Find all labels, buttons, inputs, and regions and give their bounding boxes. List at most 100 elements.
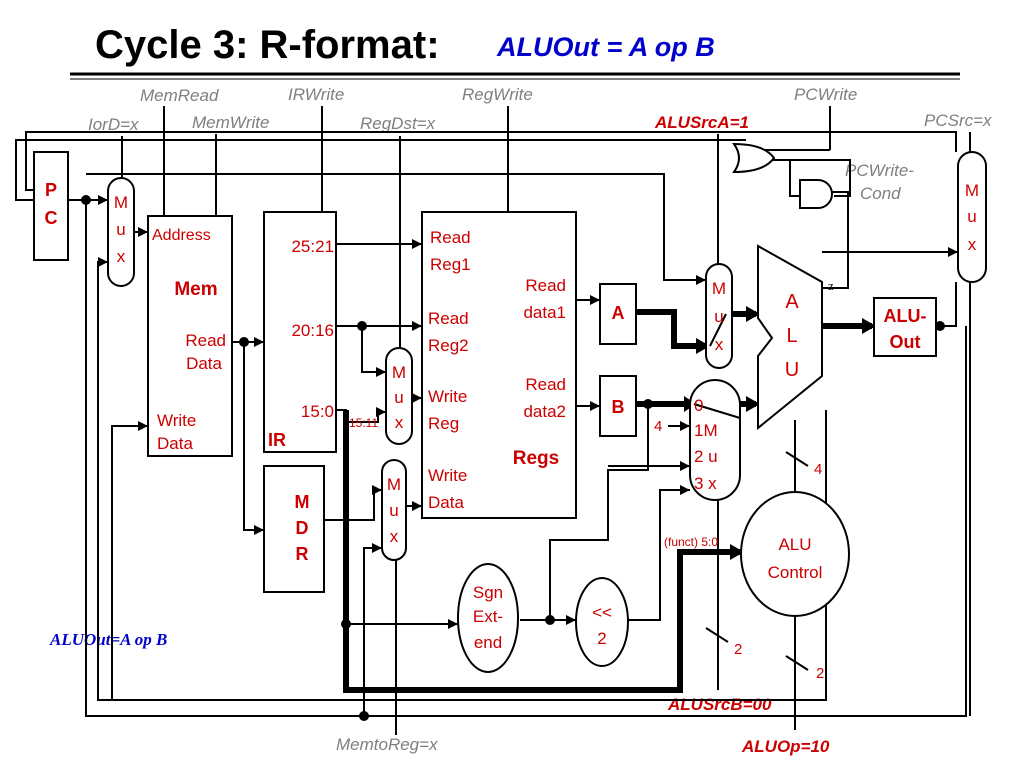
signal-alusrcb: ALUSrcB=00 (667, 695, 772, 714)
slide-subtitle: ALUOut = A op B (496, 32, 715, 62)
signal-alusrca: ALUSrcA=1 (654, 113, 749, 132)
alusrcb-width: 2 (734, 641, 742, 658)
signal-iord: IorD=x (88, 115, 139, 134)
svg-text:Out: Out (890, 332, 921, 352)
arrowheads (98, 195, 958, 629)
mux-regdst: M u x (385, 347, 413, 445)
alu: A L U z (757, 244, 834, 431)
slide-title: Cycle 3: R-format: (95, 23, 440, 67)
ir-field-20-16: 20:16 (291, 321, 334, 340)
mux-pcsrc: M u x (957, 151, 987, 283)
mem-read-data-2: Data (186, 354, 222, 373)
svg-text:data2: data2 (523, 402, 566, 421)
signal-memtoreg: MemtoReg=x (336, 735, 438, 754)
b-register: B (599, 375, 637, 437)
svg-text:Ext-: Ext- (473, 607, 503, 626)
a-register: A (599, 283, 637, 345)
svg-text:u: u (967, 207, 976, 226)
svg-text:Data: Data (428, 493, 464, 512)
svg-text:1M: 1M (694, 421, 718, 440)
svg-text:M: M (392, 363, 406, 382)
mux-alusrcb: 0 1M 2 u 3 x 4 (654, 379, 741, 501)
mem-read-data-1: Read (185, 331, 226, 350)
svg-text:u: u (714, 307, 723, 326)
svg-text:Read: Read (525, 375, 566, 394)
mem-write-data-2: Data (157, 434, 193, 453)
mux-memtoreg: M u x (381, 459, 407, 561)
signal-aluop: ALUOp=10 (741, 737, 830, 756)
pc-label-p: P (45, 180, 57, 200)
svg-text:M: M (387, 475, 401, 494)
const-four: 4 (654, 418, 662, 435)
svg-text:x: x (390, 527, 399, 546)
alu-control: ALU Control (funct) 5:0 (664, 491, 850, 617)
svg-text:A: A (612, 303, 625, 323)
svg-text:M: M (965, 181, 979, 200)
mux-iord: M u x (107, 177, 135, 287)
svg-text:A: A (785, 291, 799, 313)
svg-text:M: M (114, 193, 128, 212)
or-gate (732, 142, 776, 174)
aluop-width: 2 (816, 665, 824, 682)
svg-text:M: M (712, 279, 726, 298)
signal-memread: MemRead (140, 86, 219, 105)
svg-text:ALU-: ALU- (884, 306, 927, 326)
signal-pcwritecond-line1: PCWrite- (845, 161, 914, 180)
instruction-register: 25:21 20:16 15:0 IR 15:11 (263, 211, 378, 453)
ir-name: IR (268, 430, 286, 450)
svg-text:0: 0 (694, 396, 703, 415)
svg-text:3 x: 3 x (694, 474, 717, 493)
svg-text:2 u: 2 u (694, 447, 718, 466)
pc-label-c: C (45, 208, 58, 228)
mem-write-data-1: Write (157, 411, 196, 430)
svg-text:Write: Write (428, 466, 467, 485)
svg-text:Reg1: Reg1 (430, 255, 471, 274)
sign-extend: Sgn Ext- end (457, 563, 519, 673)
signal-regdst: RegDst=x (360, 114, 436, 133)
svg-text:Reg: Reg (428, 414, 459, 433)
signal-pcwrite: PCWrite (794, 85, 857, 104)
mem-name: Mem (174, 279, 217, 300)
svg-text:Control: Control (768, 563, 823, 582)
svg-text:u: u (389, 501, 398, 520)
svg-text:x: x (395, 413, 404, 432)
svg-text:data1: data1 (523, 303, 566, 322)
register-file: Read Reg1 Read Reg2 Write Reg Write Data… (421, 211, 577, 519)
signal-pcsrc: PCSrc=x (924, 111, 992, 130)
pc-register: P C (33, 151, 69, 261)
svg-text:2: 2 (597, 629, 606, 648)
svg-text:end: end (474, 633, 502, 652)
svg-text:U: U (785, 359, 799, 381)
bus-width-marks: 2 2 4 (705, 451, 824, 682)
regs-name: Regs (513, 448, 559, 469)
svg-text:Read: Read (430, 228, 471, 247)
aluout-register: ALU- Out (873, 297, 937, 357)
ir-field-15-0: 15:0 (301, 402, 334, 421)
svg-text:M: M (295, 492, 310, 512)
svg-text:Sgn: Sgn (473, 583, 503, 602)
svg-text:x: x (117, 247, 126, 266)
signal-regwrite: RegWrite (462, 85, 533, 104)
mem-address-label: Address (152, 227, 211, 244)
svg-text:u: u (394, 388, 403, 407)
svg-text:u: u (116, 220, 125, 239)
ir-field-15-11: 15:11 (349, 416, 378, 430)
signal-pcwritecond-line2: Cond (860, 184, 901, 203)
svg-text:ALU: ALU (778, 535, 811, 554)
svg-text:Write: Write (428, 387, 467, 406)
and-gate (799, 179, 833, 209)
svg-text:Read: Read (428, 309, 469, 328)
svg-text:x: x (968, 235, 977, 254)
memory-unit: Address Mem Read Data Write Data (147, 215, 233, 457)
junction-dots (81, 195, 945, 721)
signal-memwrite: MemWrite (192, 113, 269, 132)
svg-text:D: D (296, 518, 309, 538)
shift-left-2: << 2 (575, 577, 629, 667)
ir-field-25-21: 25:21 (291, 237, 334, 256)
svg-text:x: x (715, 335, 724, 354)
mux-alusrca: M u x (705, 263, 733, 369)
svg-text:<<: << (592, 603, 612, 622)
svg-text:R: R (296, 544, 309, 564)
mdr-register: M D R (263, 465, 325, 593)
